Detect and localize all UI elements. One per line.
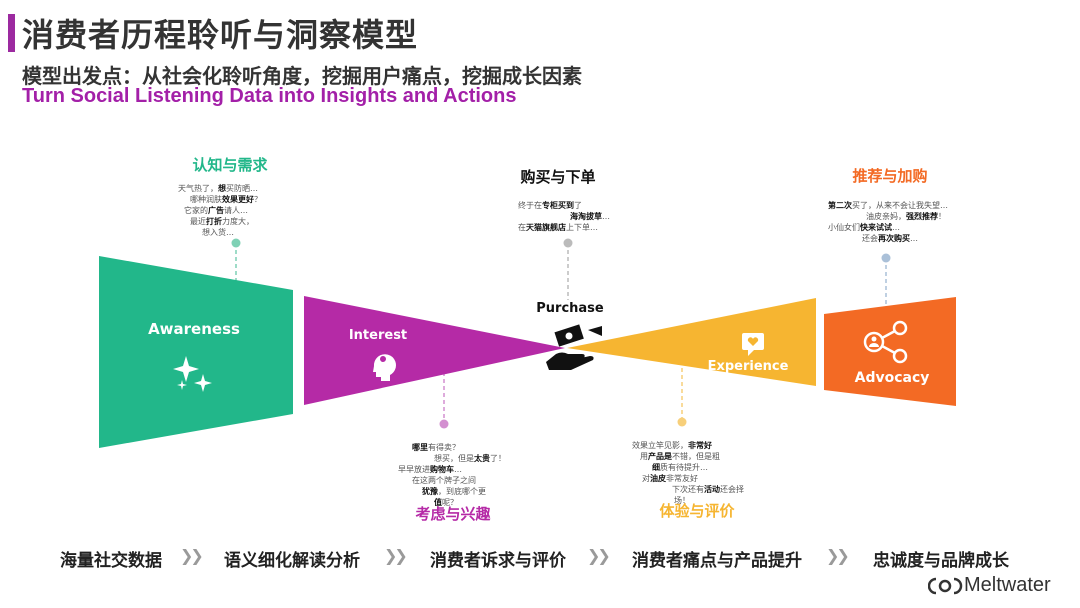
chevron-right-icon: ❯❯ <box>826 546 850 565</box>
awareness-cn-label: 认知与需求 <box>192 156 268 174</box>
experience-quote-line: 细质有待提升… <box>652 463 708 472</box>
experience-quote-line: 下次还有活动还会择 <box>672 485 744 494</box>
purchase-quote-line: 在天猫旗舰店上下单… <box>518 223 598 232</box>
english-title: Turn Social Listening Data into Insights… <box>22 85 517 107</box>
sparkle-icon <box>173 356 212 392</box>
chevron-right-icon: ❯❯ <box>384 546 408 565</box>
interest-quote-line: 在这两个牌子之间 <box>412 476 476 485</box>
awareness-quote-line: 想入货… <box>202 228 234 237</box>
advocacy-quote-line: 小仙女们快来试试… <box>828 223 900 232</box>
interest-block <box>304 296 565 405</box>
experience-quote-line: 对油皮非常友好 <box>642 474 698 483</box>
flow-step-5: 忠诚度与品牌成长 <box>873 551 1009 571</box>
experience-cn-label: 体验与评价 <box>659 502 735 520</box>
experience-quote-line: 用产品是不错，但是粗 <box>640 452 720 461</box>
interest-dot <box>439 419 449 429</box>
flow-step-1: 海量社交数据 <box>60 551 162 571</box>
awareness-quote-line: 它家的广告请人… <box>184 206 248 215</box>
purchase-dot <box>563 238 573 248</box>
flow-step-2: 语义细化解读分析 <box>224 551 360 571</box>
heart-chat-icon <box>742 333 764 356</box>
interest-cn-label: 考虑与兴趣 <box>415 505 491 523</box>
advocacy-quote-line: 还会再次购买… <box>862 234 918 243</box>
awareness-quote-line: 天气热了，想买防晒… <box>178 184 258 193</box>
interest-quote-line: 犹豫，到底哪个更 <box>422 487 486 496</box>
purchase-label: Purchase <box>536 301 604 316</box>
awareness-dot <box>231 238 241 248</box>
experience-quote-line: 场！ <box>674 496 690 505</box>
share-user-body <box>869 343 879 347</box>
interest-quote-line: 哪里有得卖？ <box>412 443 460 452</box>
interest-quote-line: 值呢？ <box>434 498 458 507</box>
advocacy-dot <box>881 253 891 263</box>
advocacy-label: Advocacy <box>855 370 930 386</box>
advocacy-cn-label: 推荐与加购 <box>852 167 927 185</box>
chevron-right-icon: ❯❯ <box>587 546 611 565</box>
cash-hand-icon <box>546 324 602 370</box>
chevron-right-icon: ❯❯ <box>180 546 204 565</box>
awareness-quote-line: 哪种润肤效果更好？ <box>190 195 262 204</box>
interest-label: Interest <box>349 328 407 343</box>
experience-quote-line: 效果立竿见影，非常好 <box>632 441 712 450</box>
interest-quote-line: 早早放进购物车… <box>398 465 462 474</box>
awareness-quote-line: 最近打折力度大， <box>190 217 254 226</box>
title-accent-bar <box>8 14 15 52</box>
awareness-label: Awareness <box>148 320 240 338</box>
share-user-icon <box>863 320 908 364</box>
purchase-quote-line: 海淘拔草… <box>570 212 610 221</box>
flow-step-4: 消费者痛点与产品提升 <box>632 551 802 571</box>
page-subtitle: 模型出发点：从社会化聆听角度，挖掘用户痛点，挖掘成长因素 <box>22 64 582 88</box>
page-title: 消费者历程聆听与洞察模型 <box>22 16 419 54</box>
awareness-block <box>99 256 293 448</box>
experience-label: Experience <box>708 359 789 374</box>
advocacy-quote-line: 油皮亲妈，强烈推荐！ <box>866 212 946 221</box>
interest-quote-line: 想买，但是太贵了！ <box>434 454 506 463</box>
experience-dot <box>677 417 687 427</box>
share-user-head <box>871 336 877 342</box>
meltwater-logo-icon <box>928 577 963 595</box>
flow-step-3: 消费者诉求与评价 <box>430 551 566 571</box>
idea-head-icon <box>373 354 396 381</box>
brand-name: Meltwater <box>964 574 1051 596</box>
purchase-cn-label: 购买与下单 <box>520 168 595 186</box>
advocacy-quote-line: 第二次买了，从来不会让我失望… <box>828 201 948 210</box>
experience-block <box>567 298 816 386</box>
purchase-quote-line: 终于在专柜买到了 <box>518 201 582 210</box>
